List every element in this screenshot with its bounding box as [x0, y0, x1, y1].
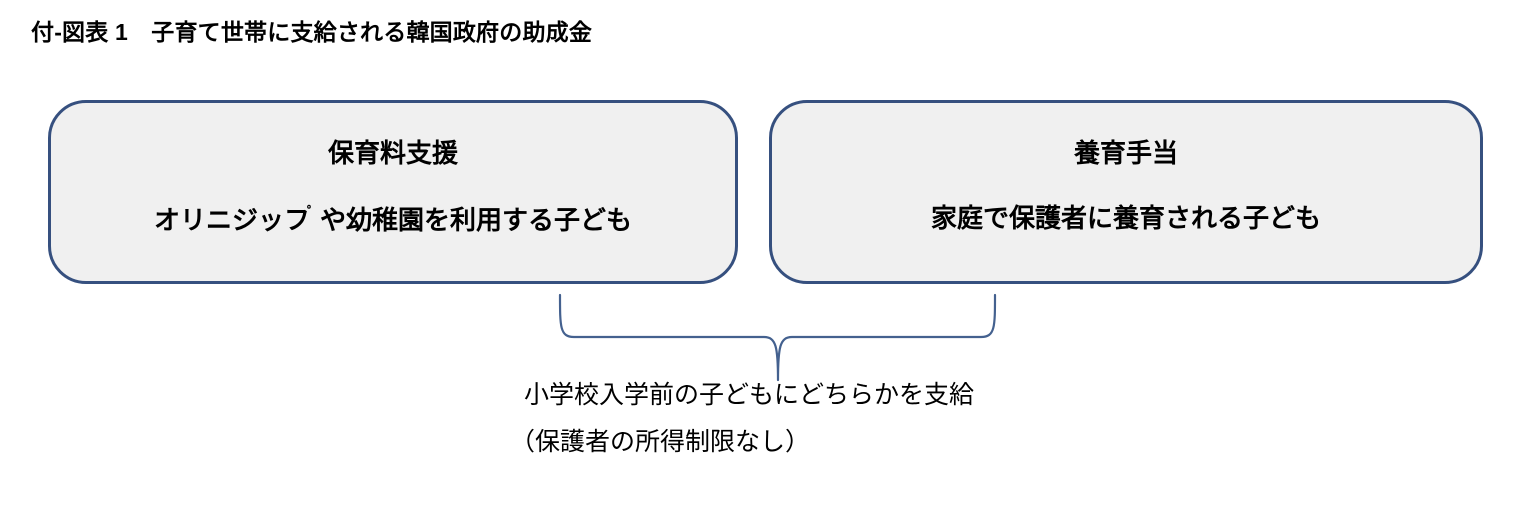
detail-text-part-1: オリニジッフ [153, 205, 310, 235]
box-heading-childrearing-allowance: 養育手当 [1073, 138, 1178, 168]
brace-connector-icon [558, 293, 997, 382]
box-detail-childcare-subsidy: オリニジッフ゜や幼稚園を利用する子ども [154, 205, 632, 233]
caption-line-1: 小学校入学前の子どもにどちらかを支給 [523, 381, 974, 409]
caption-block: 小学校入学前の子どもにどちらかを支給 （保護者の所得制限なし） [0, 383, 1536, 455]
box-heading-childcare-subsidy: 保育料支援 [327, 138, 458, 168]
detail-text-part-2: や幼稚園を利用する子ども [320, 205, 633, 235]
flow-box-childrearing-allowance: 養育手当 家庭で保護者に養育される子ども [769, 100, 1483, 284]
handakuten-ring-icon: ゜ [307, 204, 321, 220]
flow-box-childcare-subsidy: 保育料支援 オリニジッフ゜や幼稚園を利用する子ども [48, 100, 738, 284]
box-detail-childrearing-allowance: 家庭で保護者に養育される子ども [930, 203, 1321, 233]
figure-title: 付-図表 1 子育て世帯に支給される韓国政府の助成金 [31, 19, 593, 45]
caption-line-2: （保護者の所得制限なし） [509, 428, 810, 456]
